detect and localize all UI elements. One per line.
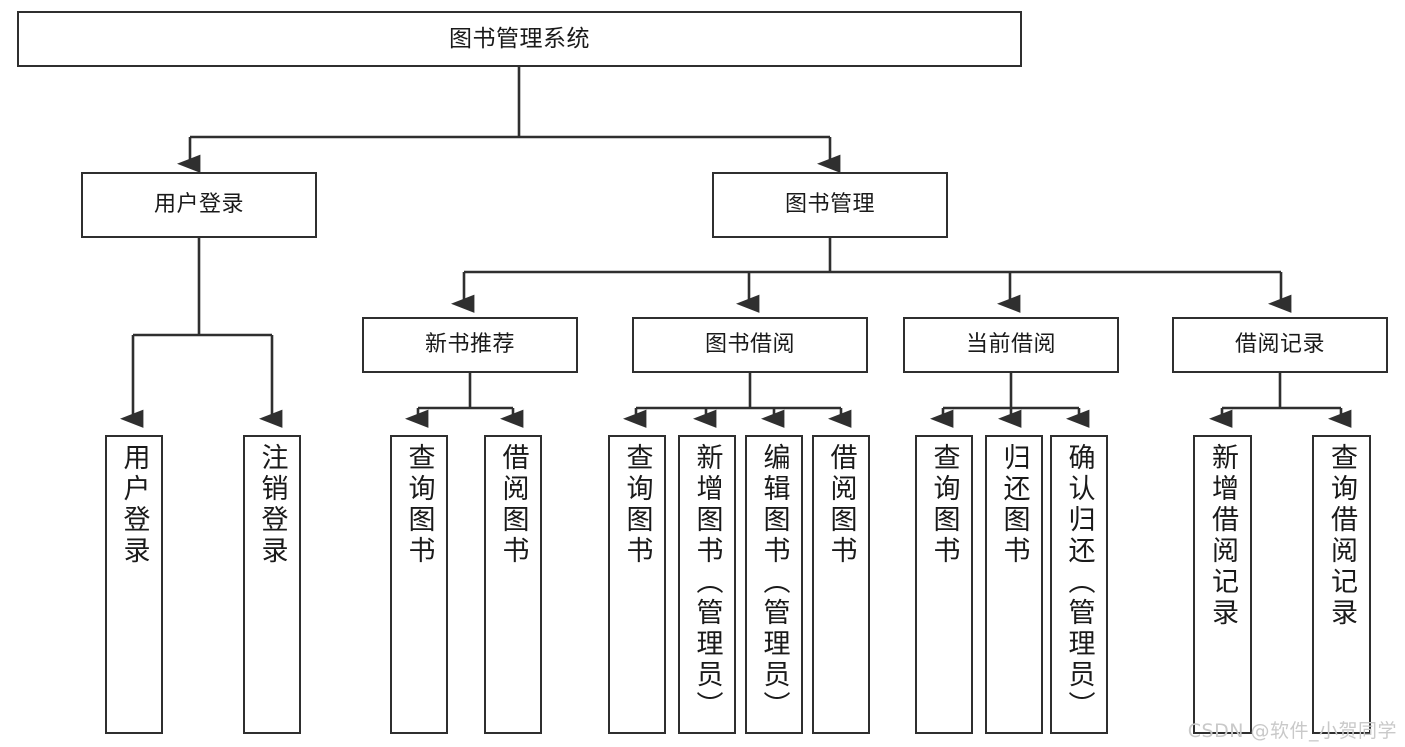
- node-label: 查询借阅记录: [1326, 443, 1357, 629]
- leaf-borrow-book-b[interactable]: 借阅图书: [812, 435, 870, 734]
- node-current-borrow[interactable]: 当前借阅: [903, 317, 1119, 373]
- leaf-add-book[interactable]: 新增图书（管理员）: [678, 435, 736, 734]
- leaf-query-book-a[interactable]: 查询图书: [390, 435, 448, 734]
- node-label: 编辑图书（管理员）: [758, 443, 790, 722]
- node-user-login[interactable]: 用户登录: [81, 172, 317, 238]
- node-root-book-management-system[interactable]: 图书管理系统: [17, 11, 1022, 67]
- node-label: 查询图书: [403, 443, 435, 567]
- leaf-add-record[interactable]: 新增借阅记录: [1193, 435, 1252, 734]
- node-label: 新书推荐: [424, 332, 515, 358]
- node-label: 注销登录: [256, 443, 288, 567]
- node-borrow-record[interactable]: 借阅记录: [1172, 317, 1388, 373]
- leaf-user-login[interactable]: 用户登录: [105, 435, 163, 734]
- node-label: 用户登录: [118, 443, 150, 567]
- node-book-manage[interactable]: 图书管理: [712, 172, 948, 238]
- leaf-return-book[interactable]: 归还图书: [985, 435, 1043, 734]
- node-label: 借阅图书: [825, 443, 857, 567]
- leaf-query-book-b[interactable]: 查询图书: [608, 435, 666, 734]
- node-label: 归还图书: [998, 443, 1030, 567]
- leaf-borrow-book-a[interactable]: 借阅图书: [484, 435, 542, 734]
- node-label: 确认归还（管理员）: [1063, 443, 1095, 722]
- node-label: 图书管理: [784, 192, 875, 218]
- node-label: 借阅记录: [1234, 332, 1325, 358]
- node-label: 新增图书（管理员）: [691, 443, 723, 722]
- node-book-borrow[interactable]: 图书借阅: [632, 317, 868, 373]
- node-label: 新增借阅记录: [1207, 443, 1238, 629]
- node-label: 图书管理系统: [449, 25, 590, 52]
- node-label: 图书借阅: [704, 332, 795, 358]
- leaf-edit-book[interactable]: 编辑图书（管理员）: [745, 435, 803, 734]
- leaf-confirm-return[interactable]: 确认归还（管理员）: [1050, 435, 1108, 734]
- node-new-book-recommend[interactable]: 新书推荐: [362, 317, 578, 373]
- node-label: 当前借阅: [965, 332, 1056, 358]
- leaf-query-book-c[interactable]: 查询图书: [915, 435, 973, 734]
- leaf-user-logout[interactable]: 注销登录: [243, 435, 301, 734]
- node-label: 用户登录: [153, 192, 244, 218]
- node-label: 查询图书: [621, 443, 653, 567]
- leaf-query-record[interactable]: 查询借阅记录: [1312, 435, 1371, 734]
- node-label: 查询图书: [928, 443, 960, 567]
- node-label: 借阅图书: [497, 443, 529, 567]
- watermark-text: CSDN @软件_小贺同学: [1187, 720, 1397, 742]
